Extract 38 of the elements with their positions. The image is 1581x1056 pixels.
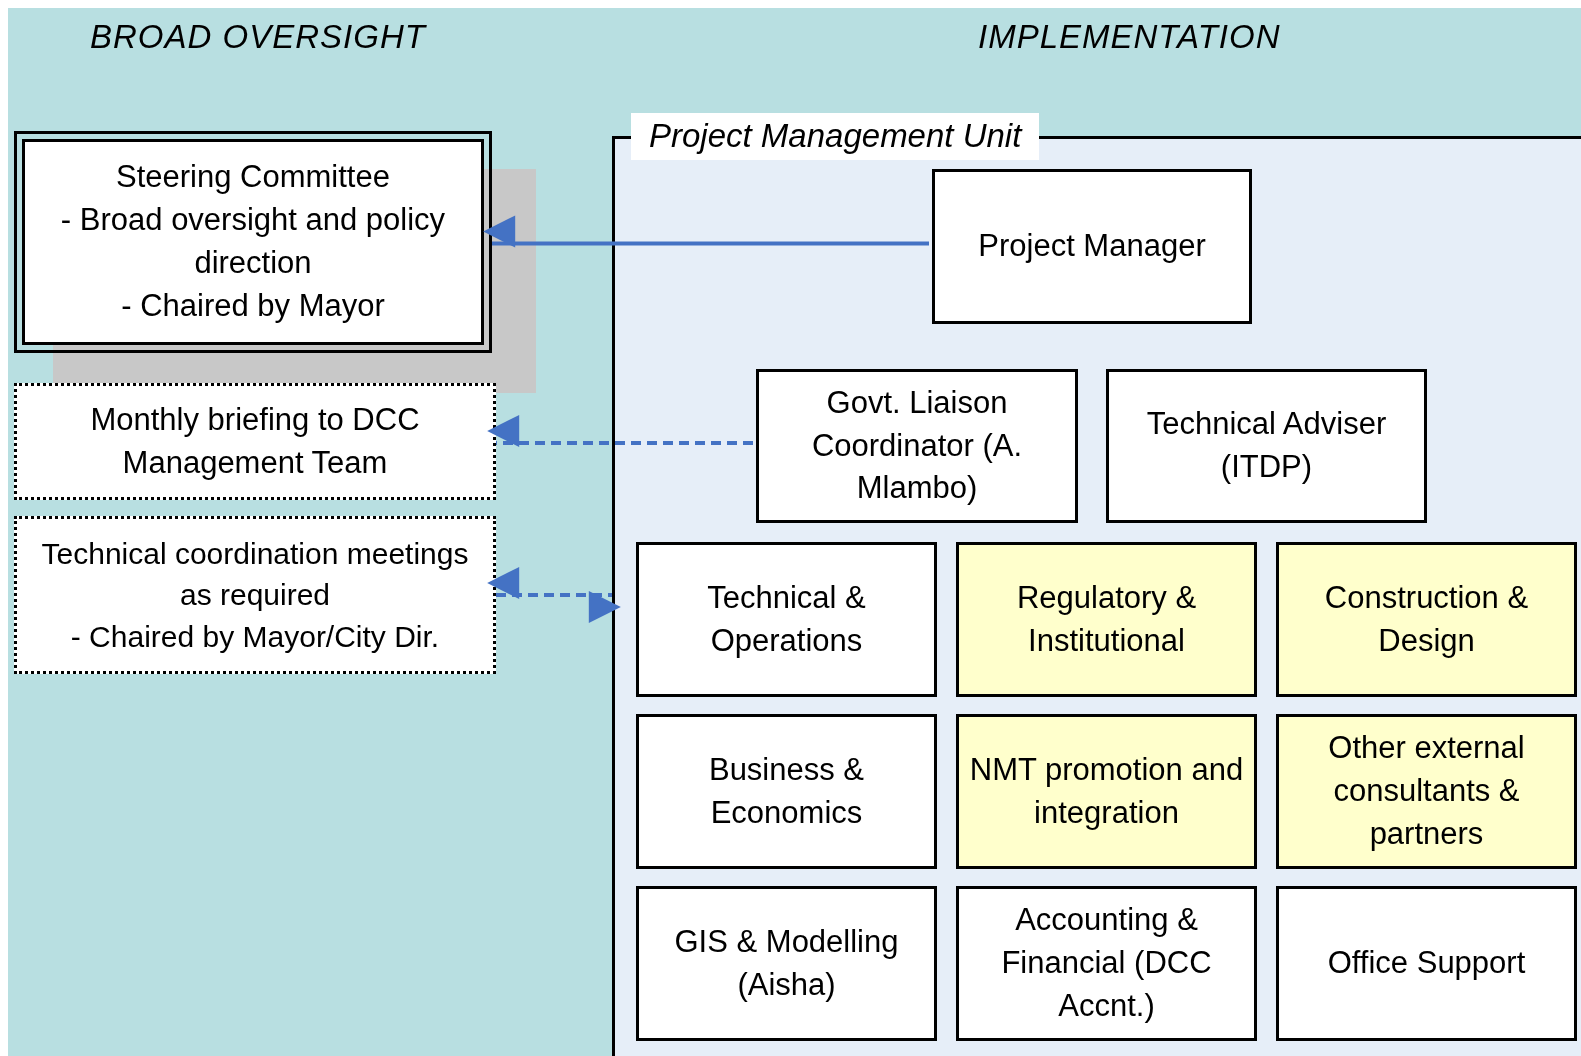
box-text: Govt. Liaison Coordinator (A. Mlambo) bbox=[810, 383, 1024, 508]
role-box bbox=[956, 886, 1257, 1041]
section-heading: BROAD OVERSIGHT bbox=[90, 18, 426, 56]
box-text: Technical Adviser (ITDP) bbox=[1145, 405, 1388, 486]
arrow bbox=[487, 567, 621, 623]
role-box bbox=[956, 714, 1257, 869]
box-text: Office Support bbox=[1327, 944, 1526, 983]
box-text: Project Manager bbox=[978, 227, 1206, 266]
box-text: GIS & Modelling (Aisha) bbox=[673, 922, 900, 1004]
role-box bbox=[1276, 714, 1577, 869]
box-text: Accounting & Financial (DCC Accnt.) bbox=[1000, 901, 1213, 1025]
role-box bbox=[1106, 369, 1427, 523]
box-text: Other external consultants & partners bbox=[1327, 729, 1526, 853]
role-box bbox=[14, 383, 496, 500]
role-box bbox=[636, 886, 937, 1041]
role-box bbox=[1276, 886, 1577, 1041]
box-text: Construction & Design bbox=[1323, 578, 1530, 660]
box-text: Regulatory & Institutional bbox=[1015, 578, 1198, 660]
role-box bbox=[756, 369, 1078, 523]
box-text: - Chaired by Mayor bbox=[121, 286, 385, 325]
box-text: Technical coordination meetings as required bbox=[40, 535, 470, 614]
role-box bbox=[932, 169, 1252, 324]
section-heading: IMPLEMENTATION bbox=[978, 18, 1281, 56]
box-text: Monthly briefing to DCC Management Team bbox=[89, 400, 421, 482]
box-text: Business & Economics bbox=[707, 750, 866, 832]
box-text: Technical & Operations bbox=[706, 578, 867, 660]
role-box bbox=[636, 714, 937, 869]
role-box bbox=[14, 516, 496, 674]
box-text: - Broad oversight and policy direction bbox=[59, 201, 447, 282]
role-box bbox=[1276, 542, 1577, 697]
box-text: Steering Committee bbox=[116, 158, 390, 197]
arrow bbox=[487, 415, 753, 447]
box-text: NMT promotion and integration bbox=[968, 750, 1245, 832]
role-box bbox=[636, 542, 937, 697]
panel-title: Project Management Unit bbox=[631, 113, 1040, 160]
box-text: - Chaired by Mayor/City Dir. bbox=[70, 618, 440, 655]
arrow bbox=[483, 215, 929, 248]
role-box bbox=[956, 542, 1257, 697]
